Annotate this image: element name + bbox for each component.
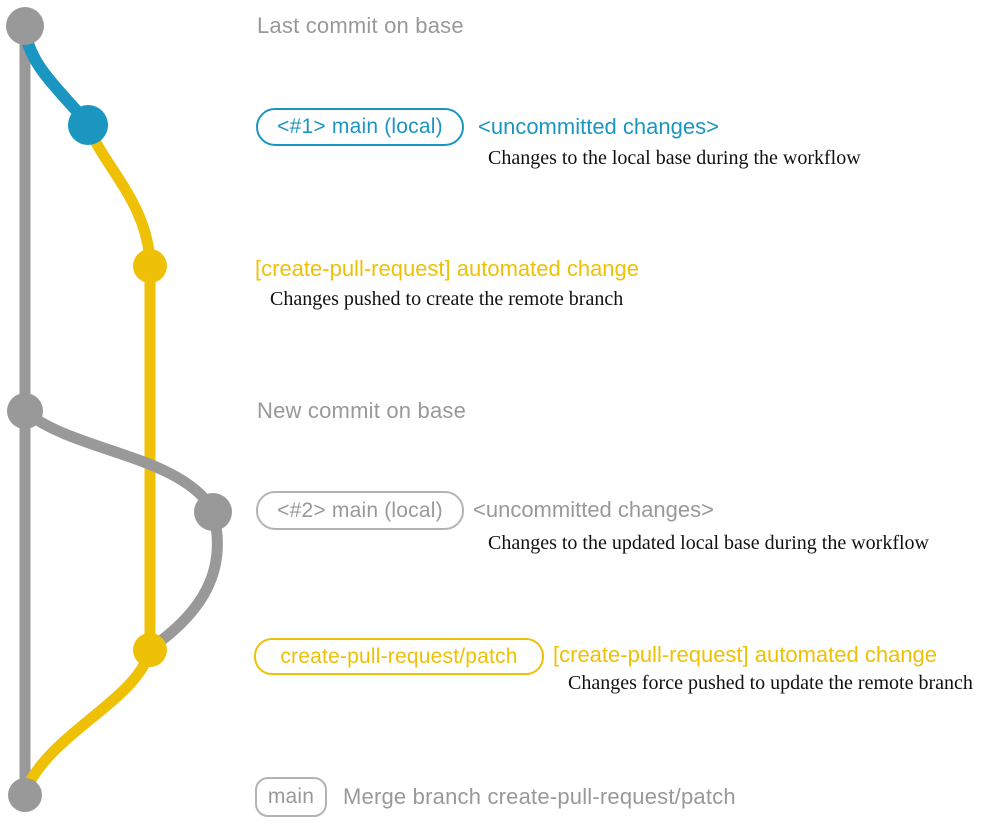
branch-pill-main-local-2: <#2> main (local) xyxy=(256,491,464,530)
automated-change-title-1: [create-pull-request] automated change xyxy=(255,256,640,281)
description-automated-1: Changes pushed to create the remote bran… xyxy=(270,288,624,310)
branch-pill-main-local-1-label: <#1> main (local) xyxy=(277,115,443,138)
last-commit-label: Last commit on base xyxy=(257,13,464,38)
branch-pill-main: main xyxy=(255,777,327,817)
uncommitted-changes-status-2: <uncommitted changes> xyxy=(473,497,714,522)
description-uncommitted-2: Changes to the updated local base during… xyxy=(488,532,929,554)
patch-branch-merge-line xyxy=(20,644,156,796)
commit-dot-automated-change-2 xyxy=(133,633,167,667)
patch-branch-line xyxy=(82,119,156,656)
branch-pill-main-label: main xyxy=(267,785,315,808)
commit-dot-last-commit-on-base xyxy=(6,7,44,45)
description-automated-2: Changes force pushed to update the remot… xyxy=(568,672,973,694)
commit-dot-uncommitted-changes-2 xyxy=(194,493,232,531)
merge-commit-label: Merge branch create-pull-request/patch xyxy=(343,784,736,809)
branch-pill-main-local-1: <#1> main (local) xyxy=(256,108,464,146)
uncommitted-changes-status-1: <uncommitted changes> xyxy=(478,114,719,139)
new-commit-label: New commit on base xyxy=(257,398,467,423)
automated-change-title-2: [create-pull-request] automated change xyxy=(553,642,938,667)
local-main-branch-line-2 xyxy=(20,406,219,516)
commit-dot-automated-change-1 xyxy=(133,249,167,283)
commit-dot-merge-commit xyxy=(8,778,42,812)
branch-pill-main-local-2-label: <#2> main (local) xyxy=(277,498,443,522)
branch-pill-patch-label: create-pull-request/patch xyxy=(280,644,518,668)
description-uncommitted-1: Changes to the local base during the wor… xyxy=(488,147,861,169)
rebase-line xyxy=(145,506,223,654)
commit-dot-new-commit-on-base xyxy=(7,393,43,429)
commit-dot-uncommitted-changes-1 xyxy=(68,105,108,145)
branch-pill-patch: create-pull-request/patch xyxy=(254,638,544,675)
